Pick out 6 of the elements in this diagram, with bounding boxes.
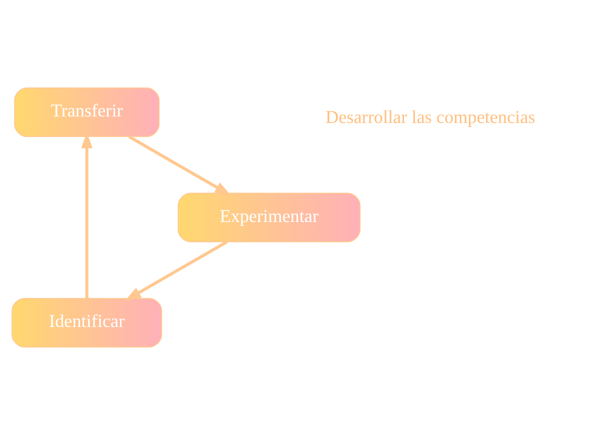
- node-box: Identificar: [12, 297, 162, 347]
- arrow: [128, 134, 232, 196]
- node-box: Experimentar: [178, 192, 360, 242]
- arrow: [124, 240, 228, 300]
- node-box: Transferir: [14, 87, 160, 137]
- node-text: Desarrollar las competencias: [326, 106, 536, 126]
